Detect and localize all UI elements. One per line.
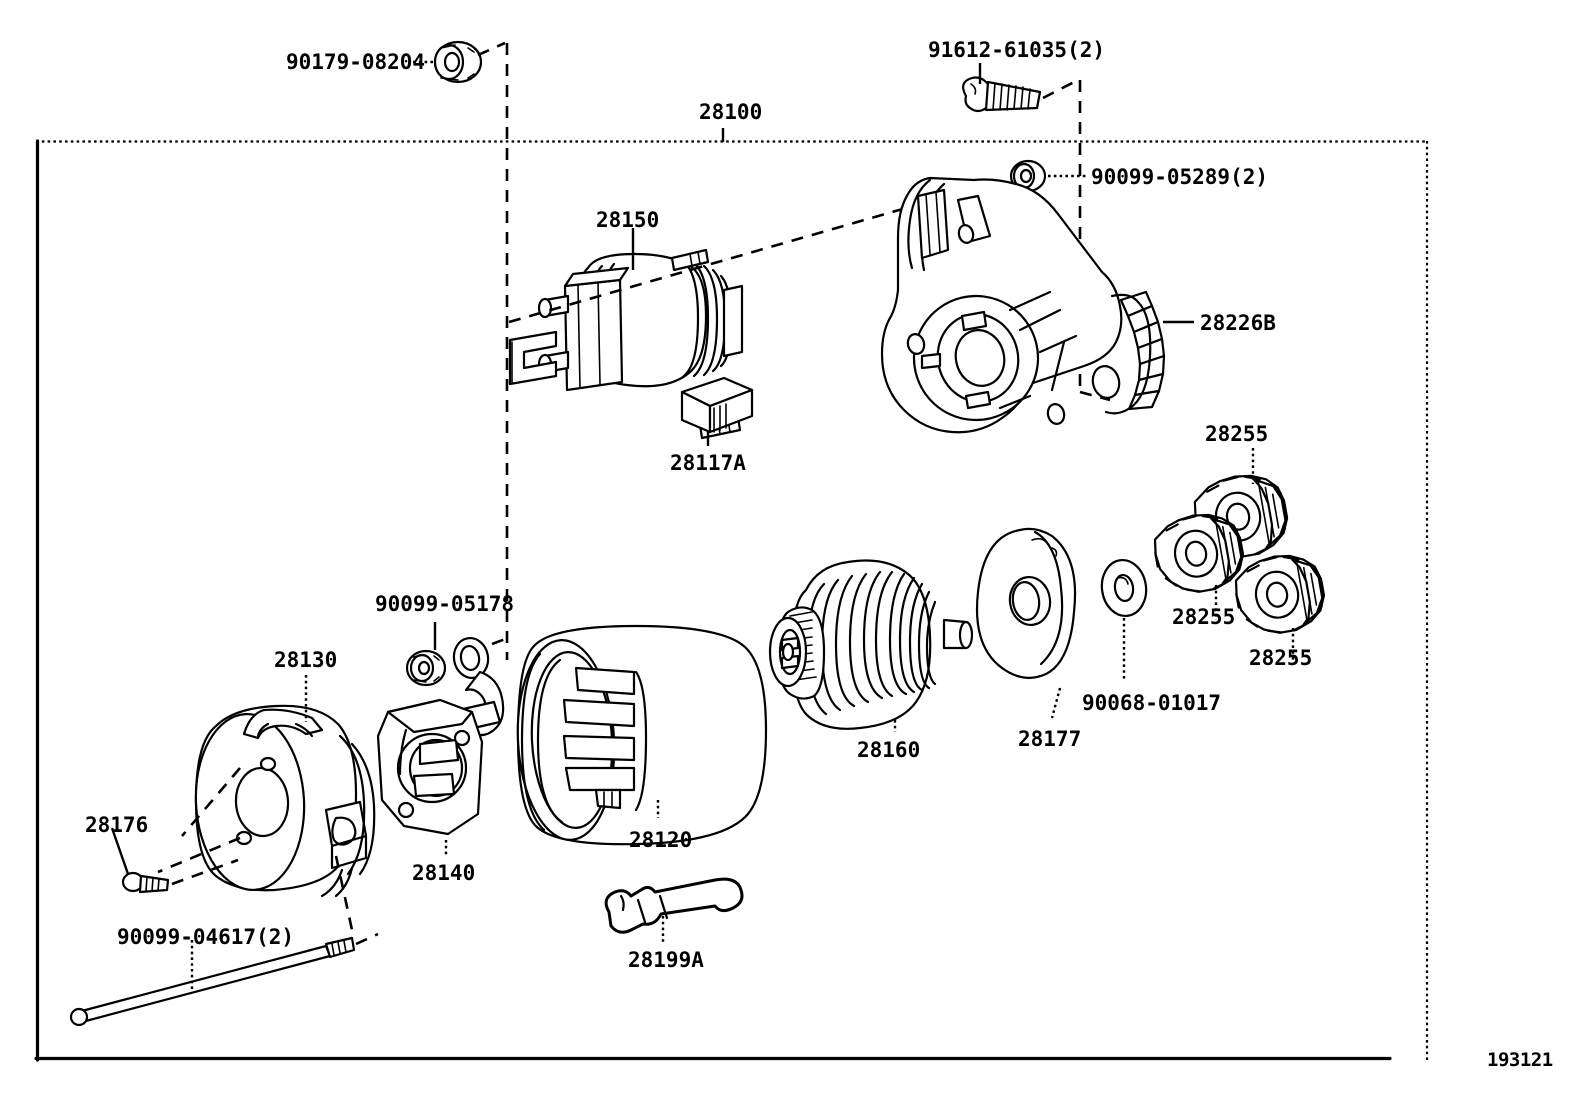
part-label-90068-01017: 90068-01017 xyxy=(1082,691,1222,715)
part-label-90179-08204: 90179-08204 xyxy=(286,50,426,74)
part-28199A-art xyxy=(604,877,744,942)
part-28117A-art xyxy=(680,376,754,446)
part-label-91612-61035: 91612-61035(2) xyxy=(928,38,1106,62)
part-28255-right-art xyxy=(1234,554,1326,660)
part-label-28120: 28120 xyxy=(629,828,693,852)
part-label-28150: 28150 xyxy=(596,208,660,232)
part-label-28140: 28140 xyxy=(412,861,476,885)
part-28160-art xyxy=(768,559,974,732)
part-label-90099-04617: 90099-04617(2) xyxy=(117,925,295,949)
sheet-number: 193121 xyxy=(1487,1049,1553,1071)
part-28150-art xyxy=(508,202,921,440)
part-label-28255-left: 28255 xyxy=(1172,605,1236,629)
part-28176-art xyxy=(110,827,239,894)
part-label-28176: 28176 xyxy=(85,813,149,837)
part-label-28100: 28100 xyxy=(699,100,763,124)
part-label-28177: 28177 xyxy=(1018,727,1082,751)
part-28130-art xyxy=(157,675,376,931)
part-label-28255-right: 28255 xyxy=(1249,646,1313,670)
part-28226B-art xyxy=(880,176,1194,434)
part-28140-art xyxy=(376,698,484,856)
part-28255-left-art xyxy=(1153,513,1245,620)
part-label-90099-05178: 90099-05178 xyxy=(375,592,515,616)
part-90068-01017-art xyxy=(1100,559,1148,680)
part-label-28160: 28160 xyxy=(857,738,921,762)
part-label-28117A: 28117A xyxy=(670,451,746,475)
part-28120-art xyxy=(516,624,768,846)
part-label-28130: 28130 xyxy=(274,648,338,672)
part-28177-art xyxy=(975,527,1077,719)
part-label-90099-05289: 90099-05289(2) xyxy=(1091,165,1269,189)
assembly-frame xyxy=(34,128,1429,1062)
part-90099-04617-art xyxy=(69,932,379,1027)
part-label-28199A: 28199A xyxy=(628,948,704,972)
part-90179-08204-art xyxy=(413,40,509,660)
part-label-28255-top: 28255 xyxy=(1205,422,1269,446)
part-label-28226B: 28226B xyxy=(1200,311,1276,335)
